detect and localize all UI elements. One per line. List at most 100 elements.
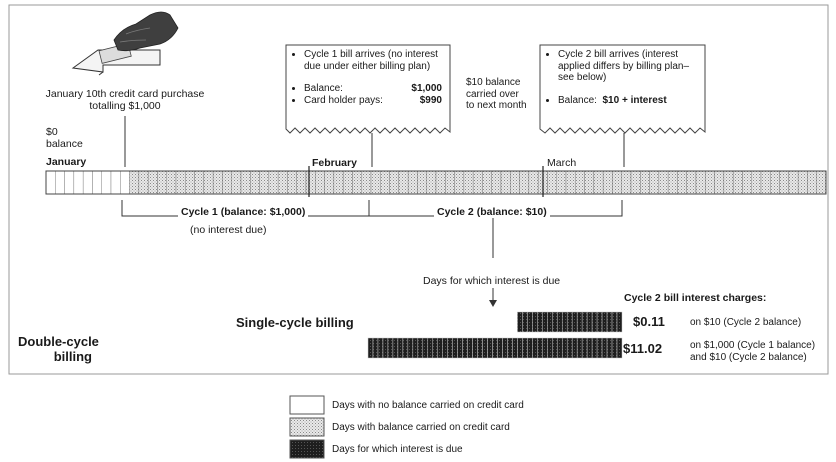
interest-day-cell [532,337,538,359]
timeline-day-cell [658,170,669,195]
double-cycle-note: on $1,000 (Cycle 1 balance) and $10 (Cyc… [690,340,815,363]
cycle1-label: Cycle 1 (balance: $1,000) [178,206,309,218]
hand-card-icon [71,11,179,76]
single-cycle-interest-bar [517,311,623,333]
single-cycle-amount: $0.11 [633,314,665,329]
interest-day-cell [477,337,483,359]
timeline-day-cell [194,170,205,195]
timeline-day-cell [417,170,427,195]
interest-day-cell [407,337,414,359]
timeline-day-cell [64,170,75,195]
interest-day-cell [402,337,409,359]
timeline-day-cell [760,170,771,195]
legend-label-empty: Days with no balance carried on credit c… [332,400,524,411]
timeline-day-cell [807,170,817,195]
timeline-day-cell [565,170,576,195]
interest-day-cell [611,311,618,333]
interest-day-cell [462,337,468,359]
legend-label-dark: Days for which interest is due [332,444,463,455]
cycle1-balance-label: Balance: [304,83,343,94]
interest-day-cell [517,337,523,359]
interest-days-label: Days for which interest is due [423,275,561,287]
interest-day-cell [482,337,488,359]
legend-swatch-dark [289,439,325,459]
timeline-day-cell [296,170,307,195]
timeline-day-cell [315,170,325,195]
cycle2-balance-label: Balance: [558,94,597,106]
cycle1-pays-label: Card holder pays: [304,94,383,106]
interest-day-cell [422,337,429,359]
timeline-day-cell [770,170,780,195]
timeline-day-cell [667,170,678,195]
timeline-day-cell [593,170,604,195]
interest-day-cell [537,311,543,333]
cycle2-label: Cycle 2 (balance: $10) [434,206,550,218]
cycle2-callout-bullet: Cycle 2 bill arrives (interest applied d… [558,49,698,84]
timeline-day-cell [649,170,660,195]
interest-day-cell [591,337,598,359]
timeline-day-cell [129,170,140,195]
timeline-day-cell [751,170,762,195]
interest-day-cell [566,337,573,359]
start-balance-label: $0 balance [46,126,83,150]
purchase-line1: January 10th credit card purchase [45,88,205,100]
interest-day-cell [432,337,438,359]
interest-day-cell [377,337,384,359]
timeline-day-cell [73,170,84,195]
interest-day-cell [472,337,478,359]
interest-day-cell [601,337,608,359]
month-february: February [312,157,357,169]
timeline-day-cell [352,170,362,195]
timeline-day-cell [472,170,483,195]
interest-day-cell [596,337,603,359]
interest-day-cell [561,337,568,359]
timeline-day-cell [147,170,158,195]
interest-day-cell [542,337,548,359]
interest-day-cell [557,337,563,359]
timeline-day-cell [101,170,112,195]
interest-day-cell [522,311,528,333]
timeline-day-cell [166,170,177,195]
interest-day-cell [497,337,503,359]
interest-day-cell [532,311,538,333]
timeline-day-cell [445,170,455,195]
timeline-day-cell [500,170,511,195]
timeline-day-cell [621,170,632,195]
carryover-line1: $10 balance [466,77,521,88]
double-cycle-label-line1: Double-cycle [18,334,99,349]
timeline-day-cell [742,170,752,195]
interest-day-cell [452,337,458,359]
timeline-day-cell [305,170,316,195]
legend-swatch-dotted [289,417,325,437]
interest-day-cell [507,337,513,359]
carryover-label: $10 balance carried over to next month [466,77,527,112]
interest-day-cell [517,311,523,333]
interest-day-cell [576,337,583,359]
timeline-day-cell [695,170,706,195]
timeline-day-cell [612,170,622,195]
timeline-day-cell [110,170,121,195]
interest-day-cell [537,337,543,359]
interest-day-cell [397,337,404,359]
timeline-day-cell [212,170,223,195]
legend-swatch-empty [289,395,325,415]
timeline-day-cell [556,170,567,195]
timeline-day-cell [268,170,279,195]
interest-day-cell [616,337,623,359]
interest-day-cell [591,311,598,333]
timeline-day-cell [723,170,734,195]
cycle1-callout-bullet: Cycle 1 bill arrives (no interest due un… [304,49,442,72]
month-march: March [547,157,577,169]
interest-day-cell [611,337,618,359]
interest-day-cell [571,311,578,333]
interest-day-cell [512,337,518,359]
timeline-day-cell [491,170,502,195]
timeline-day-cell [55,170,65,195]
interest-day-cell [552,311,558,333]
double-cycle-note-line1: on $1,000 (Cycle 1 balance) [690,340,816,351]
timeline-bar [45,170,827,195]
timeline-day-cell [454,170,465,195]
interest-day-cell [492,337,498,359]
interest-day-cell [586,337,593,359]
timeline-day-cell [677,170,687,195]
